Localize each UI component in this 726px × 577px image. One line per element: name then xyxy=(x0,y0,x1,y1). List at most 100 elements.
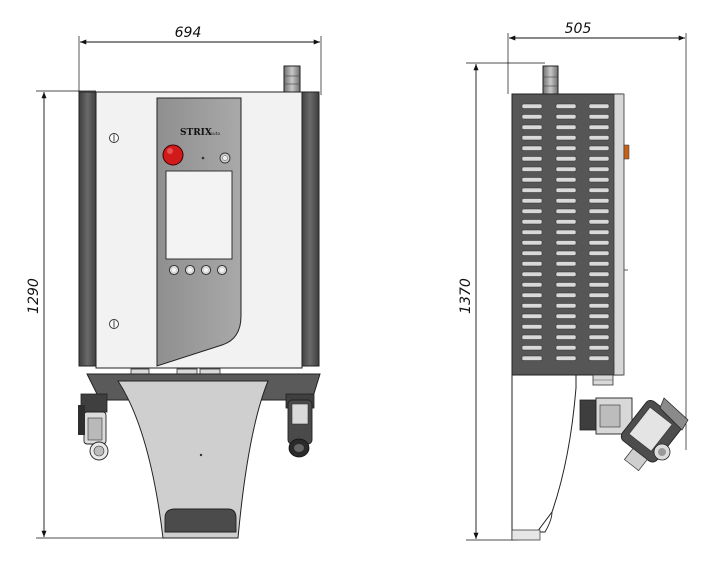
vent-slot xyxy=(588,187,610,193)
left-charging-connector xyxy=(78,393,109,461)
vent-slot xyxy=(555,124,577,130)
vent-slot xyxy=(555,103,577,109)
front-view: 694 1290 STRI xyxy=(26,25,322,539)
vent-slot xyxy=(588,292,610,298)
vent-slot xyxy=(521,187,543,193)
vent-slot xyxy=(588,345,610,351)
vent-slot xyxy=(555,198,577,204)
keypad-button-center xyxy=(204,268,208,272)
vent-slot xyxy=(555,177,577,183)
brand-logo-suffix: auto xyxy=(210,131,220,137)
exhaust-chimney xyxy=(283,65,301,93)
vent-slot xyxy=(588,219,610,225)
vent-slot xyxy=(555,114,577,120)
vent-slot xyxy=(555,219,577,225)
vent-slot xyxy=(521,313,543,319)
door-lock-top-icon xyxy=(109,133,119,143)
vent-slot xyxy=(588,145,610,151)
ventilation-grille xyxy=(521,103,610,361)
vent-slot xyxy=(521,345,543,351)
vent-slot xyxy=(555,156,577,162)
vent-slot xyxy=(555,334,577,340)
vent-slot xyxy=(588,324,610,330)
vent-slot xyxy=(521,166,543,172)
vent-slot xyxy=(555,208,577,214)
status-led-icon xyxy=(201,156,205,160)
vent-slot xyxy=(588,166,610,172)
vent-slot xyxy=(521,229,543,235)
vent-slot xyxy=(521,219,543,225)
keypad-button-center xyxy=(172,268,176,272)
vent-slot xyxy=(555,261,577,267)
vent-slot xyxy=(555,292,577,298)
front-height-label: 1290 xyxy=(26,278,42,314)
vent-slot xyxy=(588,355,610,361)
side-view: 505 1370 xyxy=(458,21,689,541)
front-width-dimension: 694 xyxy=(78,25,322,95)
vent-slot xyxy=(521,240,543,246)
vent-slot xyxy=(588,208,610,214)
display-screen xyxy=(165,170,233,260)
vent-slot xyxy=(588,313,610,319)
left-side-rail xyxy=(78,91,97,367)
keypad-button-center xyxy=(220,268,224,272)
vent-slot xyxy=(521,261,543,267)
side-door-edge xyxy=(613,93,625,376)
vent-slot xyxy=(521,103,543,109)
vent-slot xyxy=(521,124,543,130)
vent-slot xyxy=(588,114,610,120)
pedestal-screw-icon xyxy=(199,453,203,457)
side-pedestal xyxy=(511,374,577,541)
vent-slot xyxy=(588,334,610,340)
side-exhaust-chimney xyxy=(542,65,559,95)
side-width-label: 505 xyxy=(565,21,592,37)
emergency-stop-button xyxy=(162,144,184,166)
vent-slot xyxy=(555,135,577,141)
vent-slot xyxy=(521,282,543,288)
side-charging-connector xyxy=(579,397,689,472)
vent-slot xyxy=(521,334,543,340)
vent-slot xyxy=(555,250,577,256)
vent-slot xyxy=(521,135,543,141)
front-height-dimension: 1290 xyxy=(26,90,165,539)
vent-slot xyxy=(521,198,543,204)
vent-slot xyxy=(555,229,577,235)
vent-slot xyxy=(588,261,610,267)
vent-slot xyxy=(588,240,610,246)
vent-slot xyxy=(555,324,577,330)
vent-slot xyxy=(521,208,543,214)
vent-slot xyxy=(555,145,577,151)
vent-slot xyxy=(521,114,543,120)
right-side-rail xyxy=(300,91,320,367)
vent-slot xyxy=(588,303,610,309)
vent-slot xyxy=(555,313,577,319)
vent-slot xyxy=(588,124,610,130)
door-lock-bottom-icon xyxy=(109,319,119,329)
vent-slot xyxy=(588,198,610,204)
vent-slot xyxy=(521,177,543,183)
vent-slot xyxy=(521,145,543,151)
vent-slot xyxy=(588,250,610,256)
keypad xyxy=(168,264,228,276)
vent-slot xyxy=(521,156,543,162)
vent-slot xyxy=(555,303,577,309)
vent-slot xyxy=(588,156,610,162)
vent-slot xyxy=(588,135,610,141)
vent-slot xyxy=(588,177,610,183)
vent-slot xyxy=(555,187,577,193)
keypad-button-center xyxy=(188,268,192,272)
vent-slot xyxy=(588,282,610,288)
right-charging-connector xyxy=(285,393,315,458)
vent-slot xyxy=(555,355,577,361)
pedestal-column xyxy=(117,380,269,539)
side-stop-button-edge xyxy=(623,144,630,160)
vent-slot xyxy=(555,240,577,246)
side-height-label: 1370 xyxy=(458,278,474,314)
pedestal-base-slot xyxy=(164,508,237,533)
vent-slot xyxy=(555,271,577,277)
vent-slot xyxy=(521,303,543,309)
vent-slot xyxy=(588,103,610,109)
vent-slot xyxy=(521,355,543,361)
vent-slot xyxy=(555,166,577,172)
